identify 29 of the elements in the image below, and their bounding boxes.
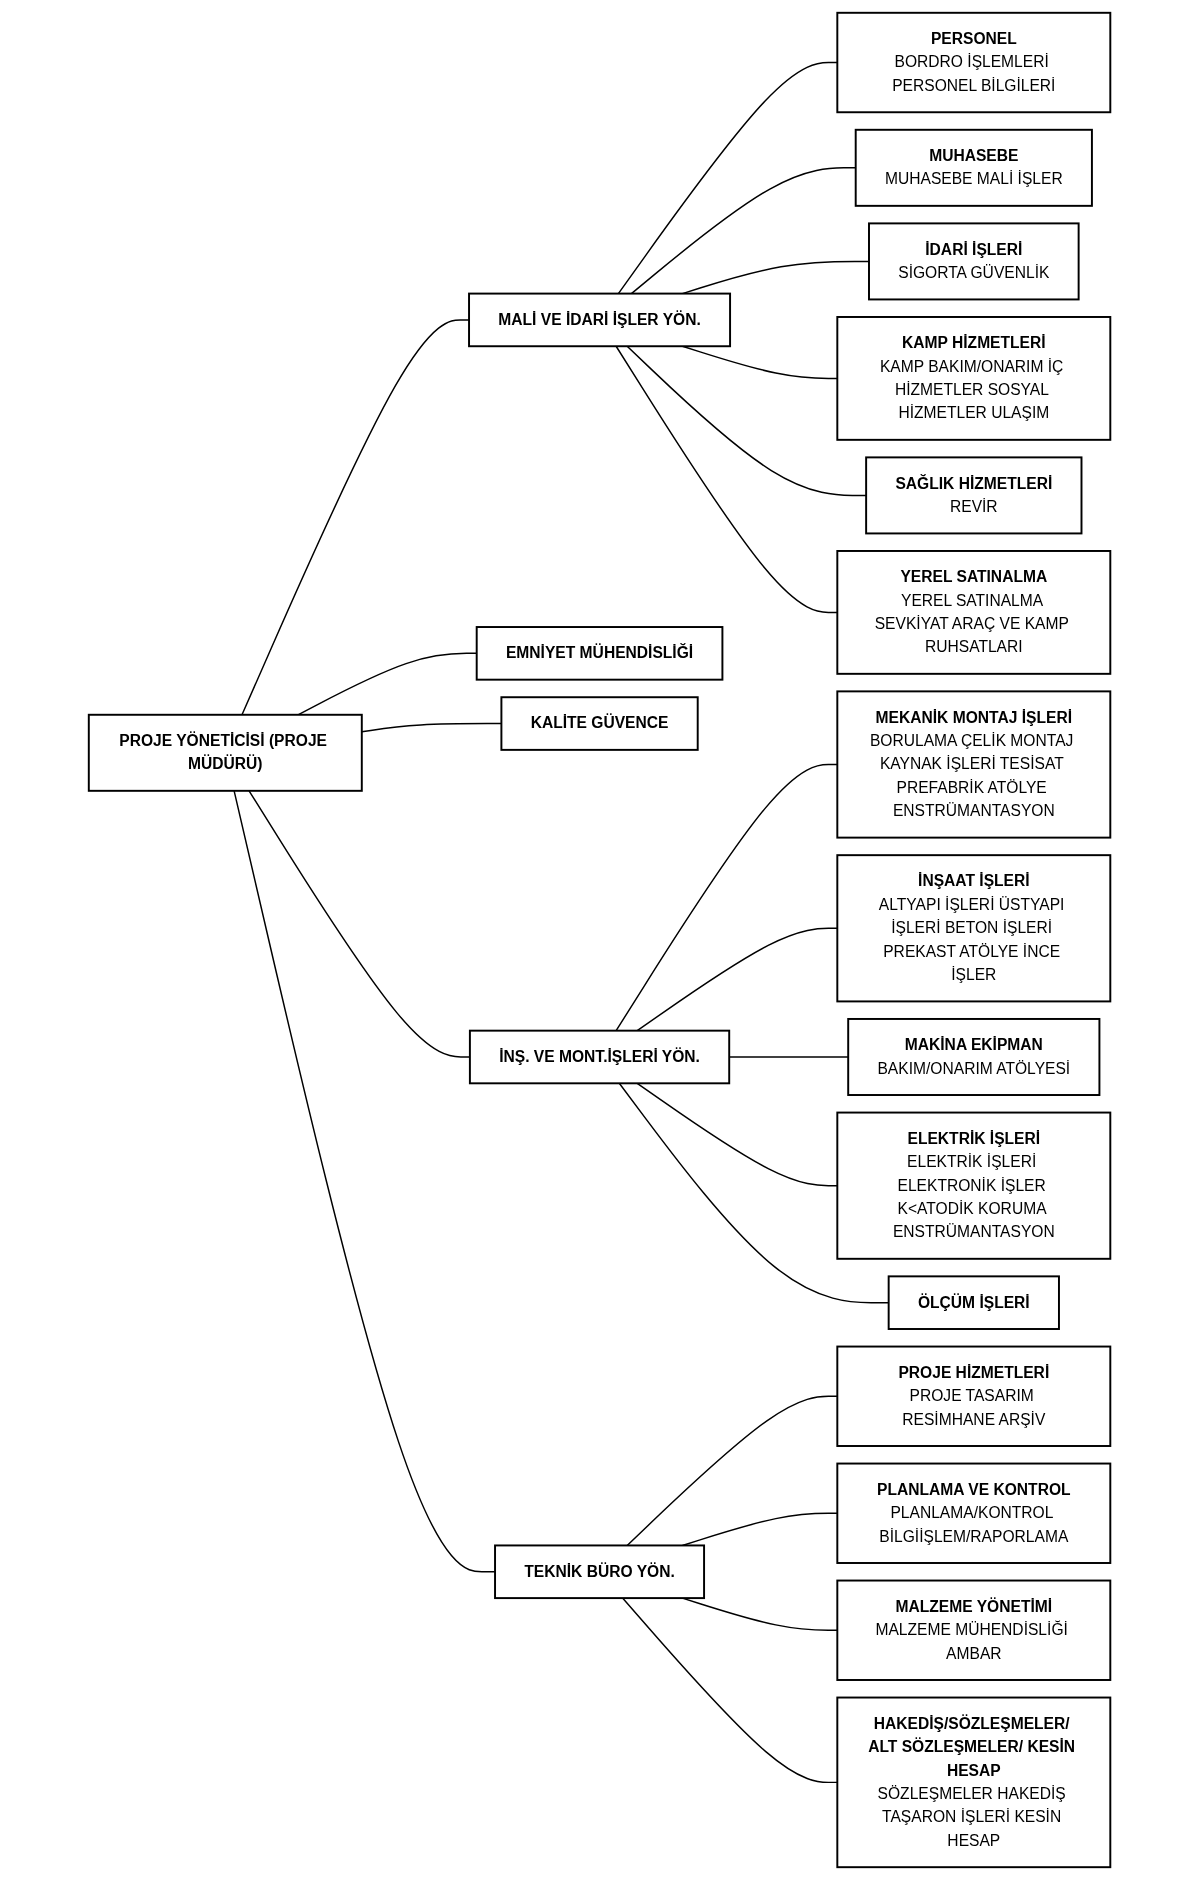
node-box: İDARİ İŞLERİ SİGORTA GÜVENLİK	[867, 222, 1080, 301]
connector	[617, 61, 838, 295]
node-box: MUHASEBE MUHASEBE MALİ İŞLER	[854, 128, 1093, 207]
node-box: KALİTE GÜVENCE	[500, 696, 699, 751]
node-box: PROJE HİZMETLERİ PROJE TASARIM RESİMHANE ARŞİV	[836, 1345, 1112, 1447]
node-box: MALİ VE İDARİ İŞLER YÖN.	[468, 292, 731, 348]
node-box: MAKİNA EKİPMAN BAKIM/ONARIM ATÖLYESİ	[847, 1018, 1101, 1096]
connector	[636, 1082, 838, 1187]
node-box: EMNİYET MÜHENDİSLİĞİ	[475, 626, 724, 681]
node-box: SAĞLIK HİZMETLERİ REVİR	[865, 456, 1083, 535]
connector	[636, 927, 838, 1032]
node-box: ÖLÇÜM İŞLERİ	[887, 1275, 1060, 1330]
connector	[621, 1597, 838, 1784]
node-box: PROJE YÖNETİCİSİ (PROJE MÜDÜRÜ)	[87, 713, 363, 792]
node-box: İNŞ. VE MONT.İŞLERİ YÖN.	[468, 1029, 731, 1085]
node-box: MALZEME YÖNETİMİ MALZEME MÜHENDİSLİĞİ AMBAR	[836, 1579, 1112, 1681]
node-box: PERSONEL BORDRO İŞLEMLERİ PERSONEL BİLGİLERİ	[836, 11, 1112, 114]
connector	[626, 1395, 838, 1547]
node-box: YEREL SATINALMA YEREL SATINALMA SEVKİYAT ARAÇ VE KAMP RUHSATLARI	[836, 550, 1112, 675]
node-box: KAMP HİZMETLERİ KAMP BAKIM/ONARIM İÇ HİZMETLER SOSYAL HİZMETLER ULAŞIM	[836, 316, 1112, 441]
node-box: MEKANİK MONTAJ İŞLERİ BORULAMA ÇELİK MONTAJ KAYNAK İŞLERİ TESİSAT PREFABRİK ATÖLYE ENSTRÜMANTASYON	[836, 690, 1112, 839]
node-box: HAKEDİŞ/SÖZLEŞMELER/ ALT SÖZLEŞMELER/ KESİN HESAP SÖZLEŞMELER HAKEDİŞ TAŞARON İŞLERİ KESİN HESAP	[836, 1696, 1112, 1869]
node-box: ELEKTRİK İŞLERİ ELEKTRİK İŞLERİ ELEKTRONİK İŞLER K<ATODİK KORUMA ENSTRÜMANTASYON	[836, 1111, 1112, 1260]
node-box: İNŞAAT İŞLERİ ALTYAPI İŞLERİ ÜSTYAPI İŞLERİ BETON İŞLERİ PREKAST ATÖLYE İNCE İŞLER	[836, 854, 1112, 1003]
node-box: PLANLAMA VE KONTROL PLANLAMA/KONTROL BİLGİİŞLEM/RAPORLAMA	[836, 1462, 1112, 1564]
connector	[615, 763, 838, 1032]
connector	[615, 345, 838, 614]
connector	[626, 345, 867, 497]
node-box: TEKNİK BÜRO YÖN.	[494, 1544, 705, 1600]
